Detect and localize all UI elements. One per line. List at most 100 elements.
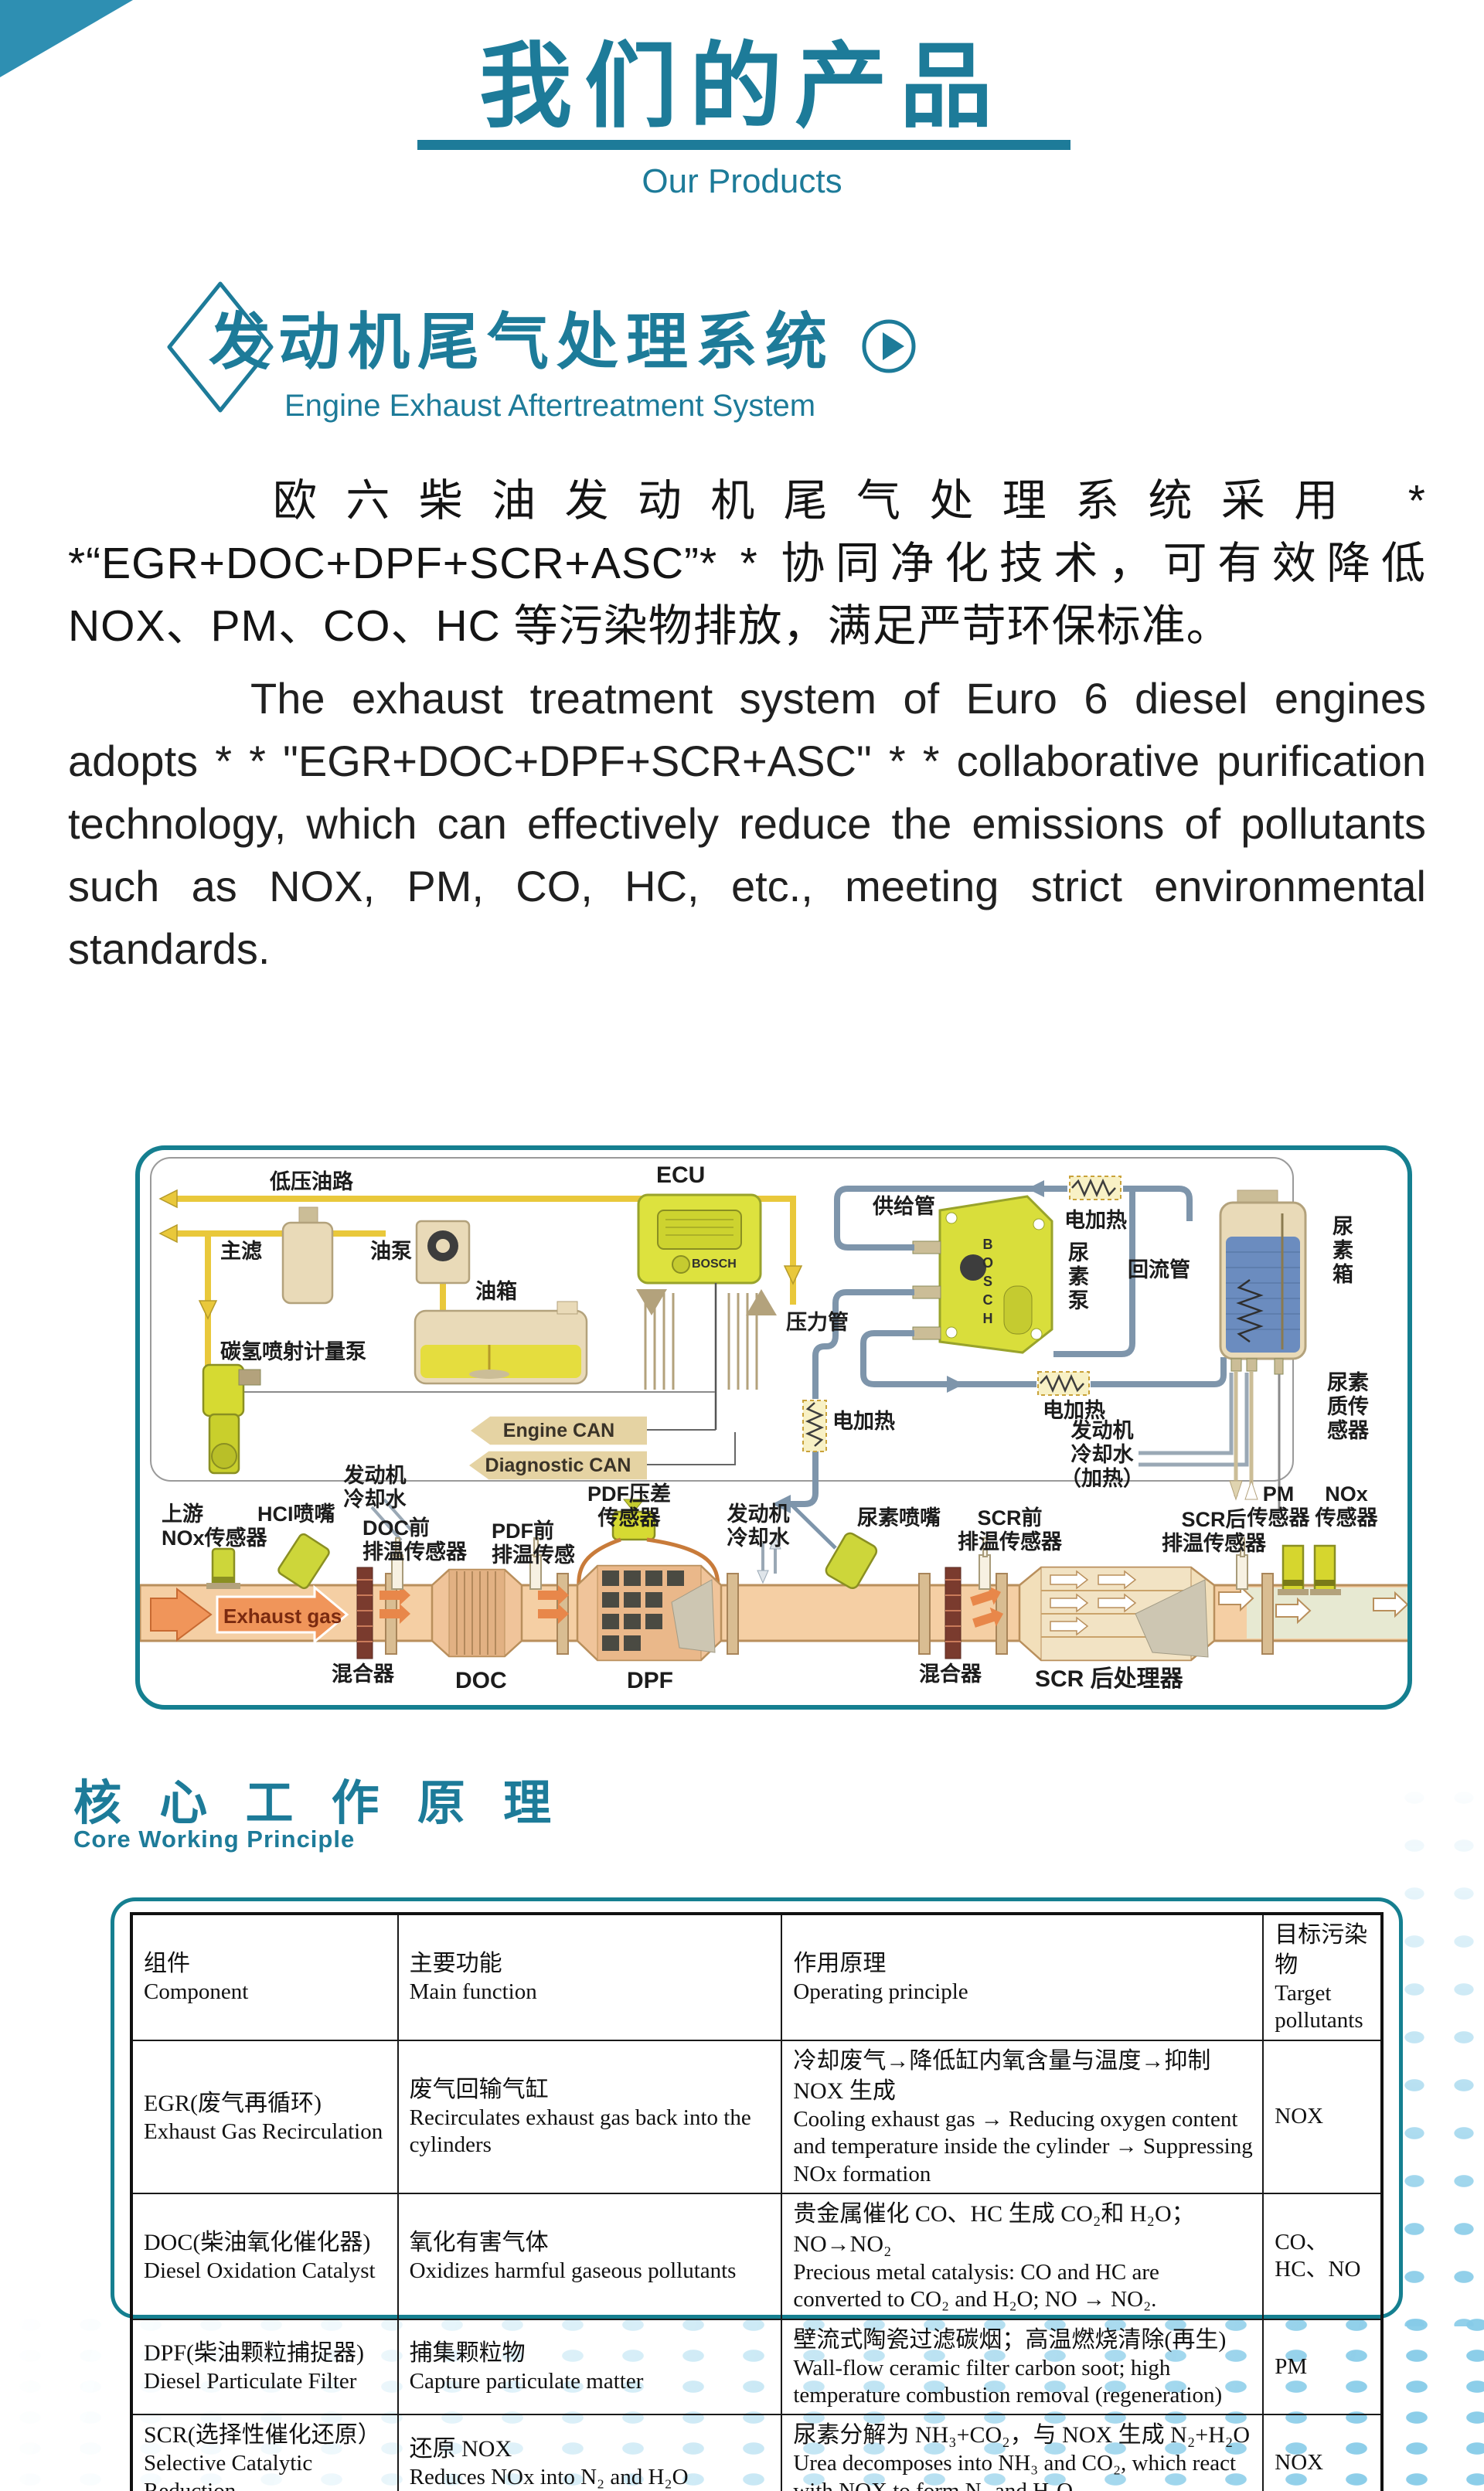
- dpf-function-zh: 捕集颗粒物: [409, 2340, 526, 2367]
- low-pressure-oil-label: 低压油路: [270, 1170, 353, 1193]
- doc-component-zh: DOC(柴油氧化催化器): [144, 2230, 371, 2256]
- header-principle-zh: 作用原理: [793, 1951, 887, 1977]
- intro-paragraphs: 欧六柴油发动机尾气处理系统采用 * *“EGR+DOC+DPF+SCR+ASC”…: [68, 470, 1426, 980]
- pressure-pipe-label: 压力管: [786, 1311, 849, 1334]
- doc-shape: [431, 1568, 523, 1658]
- doc-label: DOC: [455, 1668, 507, 1693]
- hc-metering-pump-shape: [202, 1363, 261, 1475]
- header-function-en: Main function: [409, 1979, 537, 2005]
- table-row-doc: DOC(柴油氧化催化器) Diesel Oxidation Catalyst 氧…: [131, 2192, 1383, 2320]
- mixer-label-2: 混合器: [919, 1662, 982, 1686]
- table-row-egr: EGR(废气再循环) Exhaust Gas Recirculation 废气回…: [131, 2039, 1383, 2194]
- header-function: 主要功能 Main function: [397, 1913, 783, 2041]
- pdf-front-temp-label: PDF前 排温传感: [492, 1519, 575, 1567]
- pdf-dp-sensor-label: PDF压差 传感器: [587, 1482, 671, 1530]
- engine-coolant-label-left: 发动机 冷却水: [343, 1464, 407, 1512]
- mixer-label-1: 混合器: [332, 1662, 394, 1686]
- intro-paragraph-en: The exhaust treatment system of Euro 6 d…: [68, 674, 1426, 973]
- section-subtitle: Engine Exhaust Aftertreatment System: [284, 389, 816, 423]
- upstream-nox-sensor-shape: [206, 1547, 240, 1589]
- corner-triangle-decoration: [0, 0, 133, 77]
- page-subtitle: Our Products: [642, 162, 842, 200]
- doc-function-zh: 氧化有害气体: [409, 2230, 549, 2256]
- scr-principle-en: Urea decomposes into NH₃ and CO₂, which …: [793, 2451, 1237, 2491]
- scr-principle-zh: 尿素分解为 NH₃+CO₂，与 NOX 生成 N₂+H₂O: [793, 2422, 1251, 2448]
- scr-rear-temp-label: SCR后 排温传感器: [1162, 1508, 1266, 1556]
- table-header-row: 组件 Component 主要功能 Main function 作用原理 Ope…: [131, 1913, 1383, 2041]
- hci-nozzle-label: HCI喷嘴: [257, 1502, 335, 1526]
- bosch-logo-urea-pump: BOSCH: [980, 1237, 996, 1329]
- header-pollutants: 目标污染物 Target pollutants: [1262, 1913, 1383, 2041]
- pm-nox-sensor-shapes: [1278, 1544, 1341, 1595]
- electric-heating-label-top: 电加热: [1064, 1209, 1127, 1232]
- doc-component-en: Diesel Oxidation Catalyst: [144, 2258, 376, 2284]
- table-row-dpf: DPF(柴油颗粒捕捉器) Diesel Particulate Filter 捕…: [131, 2318, 1383, 2416]
- diagnostic-can-label: Diagnostic CAN: [485, 1454, 631, 1476]
- diamond-icon: [166, 281, 274, 417]
- urea-nozzle-label: 尿素喷嘴: [857, 1506, 941, 1530]
- scr-pollutants: NOX: [1275, 2449, 1324, 2475]
- doc-pollutants: CO、HC、NO: [1275, 2229, 1361, 2282]
- play-arrow-icon[interactable]: [859, 317, 918, 379]
- hc-metering-pump-label: 碳氢喷射计量泵: [220, 1340, 366, 1363]
- dpf-principle-zh: 壁流式陶瓷过滤碳烟；高温燃烧清除(再生): [793, 2326, 1227, 2353]
- nox-sensor-label: NOx 传感器: [1315, 1482, 1378, 1530]
- diagram-graphics: [140, 1157, 1407, 1662]
- scr-function-en: Reduces NOx into N₂ and H₂O: [409, 2465, 689, 2490]
- scr-component-zh: SCR(选择性催化还原）: [144, 2422, 381, 2448]
- exhaust-gas-arrow: [216, 1584, 349, 1645]
- egr-component-zh: EGR(废气再循环): [144, 2090, 322, 2116]
- principle-table-container: 组件 Component 主要功能 Main function 作用原理 Ope…: [111, 1897, 1403, 2491]
- urea-pump-label: 尿素泵: [1065, 1241, 1089, 1313]
- urea-tank-label: 尿素箱: [1329, 1215, 1353, 1287]
- hci-injector-shape: [277, 1533, 330, 1590]
- scr-aftertreatment-label: SCR 后处理器: [1035, 1666, 1183, 1692]
- supply-pipe-label: 供给管: [873, 1195, 935, 1218]
- header-pollutants-en: Target pollutants: [1275, 1981, 1363, 2033]
- header-component: 组件 Component: [131, 1913, 399, 2041]
- engine-coolant-label-right: 发动机 冷却水: [727, 1502, 790, 1550]
- table-row-scr: SCR(选择性催化还原） Selective Catalytic Reducti…: [131, 2414, 1383, 2491]
- dpf-component-zh: DPF(柴油颗粒捕捉器): [144, 2340, 365, 2367]
- electric-heating-label-mid: 电加热: [1043, 1399, 1105, 1422]
- exhaust-gas-label: Exhaust gas: [223, 1605, 342, 1628]
- principle-title-en: Core Working Principle: [73, 1826, 356, 1853]
- ecu-shape: [637, 1193, 762, 1285]
- title-underline-bar: [417, 140, 1070, 150]
- header-component-en: Component: [144, 1979, 249, 2005]
- ecu-label: ECU: [656, 1162, 706, 1188]
- dpf-pollutants: PM: [1275, 2353, 1308, 2379]
- section-title: 发动机尾气处理系统: [209, 308, 835, 376]
- upstream-nox-sensor-label: 上游 NOx传感器: [162, 1502, 267, 1550]
- egr-principle-zh: 冷却废气→降低缸内氧含量与温度→抑制 NOX 生成: [793, 2047, 1211, 2104]
- diagnostic-can-banner: Diagnostic CAN: [469, 1451, 647, 1480]
- scr-function-zh: 还原 NOX: [409, 2436, 512, 2462]
- main-filter-label: 主滤: [220, 1240, 262, 1263]
- intro-paragraph-zh: 欧六柴油发动机尾气处理系统采用 * *“EGR+DOC+DPF+SCR+ASC”…: [68, 476, 1426, 651]
- doc-function-en: Oxidizes harmful gaseous pollutants: [409, 2258, 737, 2284]
- dpf-component-en: Diesel Particulate Filter: [144, 2369, 357, 2394]
- header-component-zh: 组件: [144, 1951, 190, 1977]
- fuel-tank-label: 油箱: [475, 1280, 517, 1303]
- halftone-dots-right: [1390, 1774, 1484, 2326]
- mixer-shapes: [356, 1567, 962, 1659]
- scr-front-temp-label: SCR前 排温传感器: [958, 1506, 1062, 1554]
- scr-shape: [1018, 1566, 1216, 1662]
- header-function-zh: 主要功能: [409, 1951, 502, 1977]
- urea-pipes: [788, 1186, 1227, 1507]
- bosch-logo-ecu: BOSCH: [692, 1257, 737, 1271]
- dpf-principle-en: Wall-flow ceramic filter carbon soot; hi…: [793, 2355, 1223, 2408]
- principle-title-zh: 核 心 工 作 原 理: [73, 1777, 564, 1830]
- pm-sensor-label: PM 传感器: [1247, 1482, 1310, 1530]
- urea-quality-sensor-label: 尿素 质传 感器: [1327, 1371, 1369, 1443]
- dpf-label: DPF: [627, 1668, 673, 1693]
- scr-component-en: Selective Catalytic Reduction: [144, 2451, 313, 2491]
- dpf-shape: [576, 1564, 723, 1662]
- main-filter-shape: [298, 1206, 318, 1225]
- electric-heating-label-left: 电加热: [832, 1410, 895, 1433]
- engine-coolant-heated-label: 发动机 冷却水 （加热）: [1060, 1419, 1144, 1491]
- egr-component-en: Exhaust Gas Recirculation: [144, 2118, 383, 2144]
- temp-sensor-shapes: [391, 1537, 1248, 1590]
- principle-table: 组件 Component 主要功能 Main function 作用原理 Ope…: [130, 1912, 1384, 2491]
